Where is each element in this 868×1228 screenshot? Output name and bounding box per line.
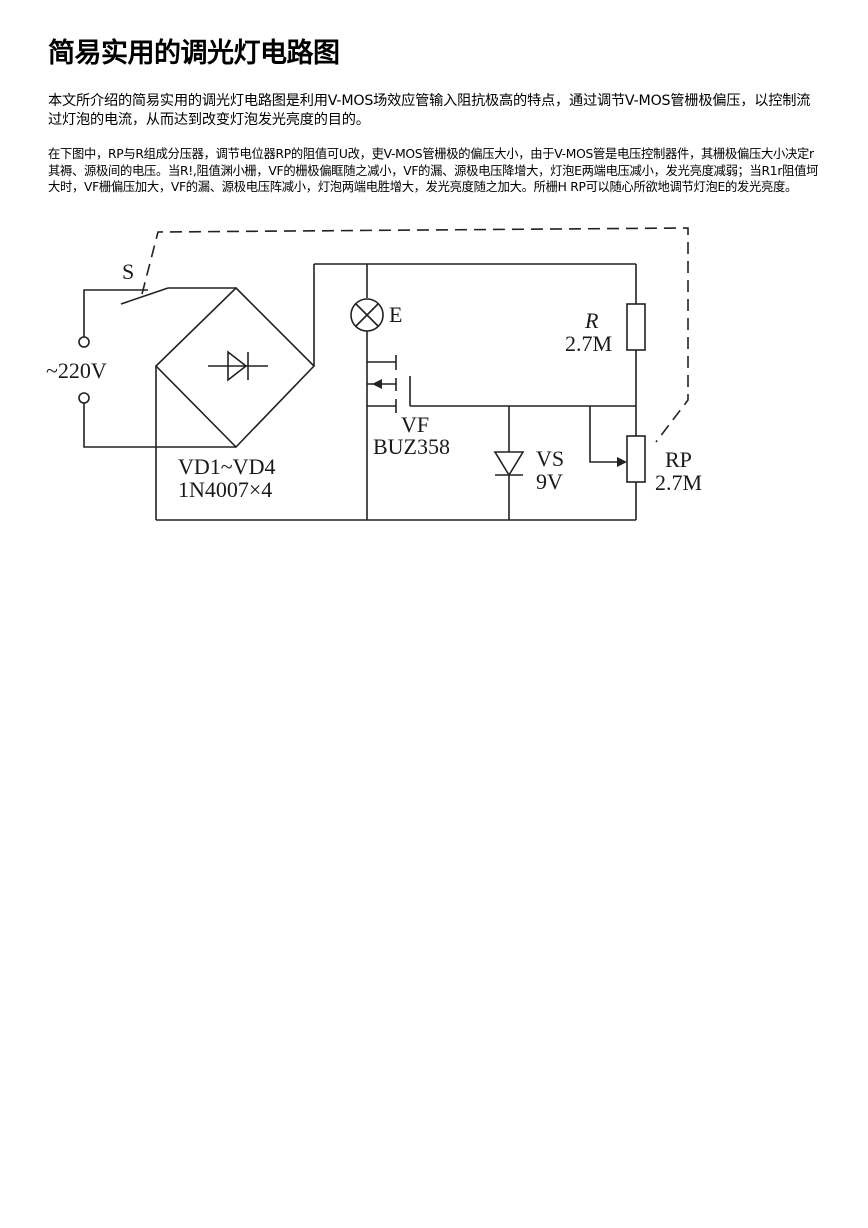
linkage-dashed-line (141, 227, 689, 443)
zener-vs (493, 406, 525, 520)
page-title: 简易实用的调光灯电路图 (48, 38, 340, 69)
mosfet-vf (367, 355, 636, 413)
description-paragraph: 在下图中，RP与R组成分压器，调节电位器RP的阻值可U改，吏V-MOS管栅极的偏… (48, 147, 819, 194)
label-resistor-name: R (584, 308, 599, 333)
label-mosfet-part: BUZ358 (373, 434, 450, 459)
label-bridge-name: VD1~VD4 (178, 454, 275, 479)
label-pot-name: RP (665, 447, 692, 472)
label-resistor-value: 2.7M (565, 331, 612, 356)
label-pot-value: 2.7M (655, 470, 702, 495)
label-mosfet-name: VF (401, 412, 429, 437)
intro-paragraph: 本文所介绍的简易实用的调光灯电路图是利用V-MOS场效应管输入阻抗极高的特点，通… (48, 93, 811, 128)
label-bridge-part: 1N4007×4 (178, 477, 272, 502)
diode-bridge (154, 264, 316, 520)
label-zener-name: VS (536, 446, 564, 471)
potentiometer-rp (589, 406, 646, 520)
switch-s (120, 287, 236, 305)
label-switch: S (122, 259, 134, 284)
ac-supply (78, 289, 236, 448)
label-zener-value: 9V (536, 469, 563, 494)
lamp-e (350, 264, 384, 520)
resistor-r (626, 264, 646, 436)
dimmer-circuit-diagram: S ~220V VD1~VD4 1N4007×4 E VF BUZ358 VS … (46, 227, 702, 521)
label-supply: ~220V (46, 358, 107, 383)
label-lamp: E (389, 302, 402, 327)
